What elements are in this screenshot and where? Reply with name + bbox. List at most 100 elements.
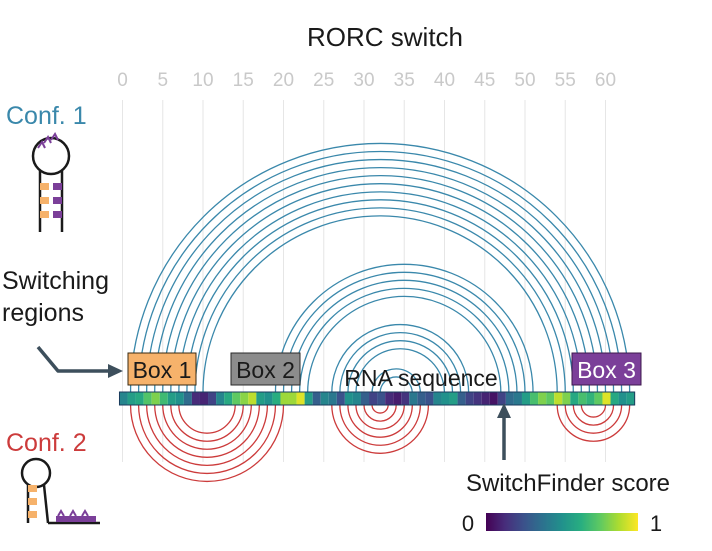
sequence-cell	[425, 392, 434, 405]
conf1-arc	[355, 348, 446, 394]
conf2-arc	[363, 404, 397, 422]
tick-label: 30	[353, 70, 374, 91]
conf1-arc	[186, 199, 574, 394]
conf1-arc	[290, 279, 518, 394]
sequence-cell	[489, 392, 498, 405]
sequence-cell	[159, 392, 168, 405]
tick-label: 50	[514, 70, 535, 91]
tick-label: 15	[233, 70, 254, 91]
tick-label: 35	[394, 70, 415, 91]
sequence-cell	[417, 392, 426, 405]
sequence-cell	[256, 392, 265, 405]
conf1-hairpin-icon	[31, 132, 71, 232]
diagram-title: RORC switch	[307, 22, 463, 52]
sequence-cell	[521, 392, 531, 405]
conf2-arc	[137, 404, 277, 475]
conf1-arc	[202, 215, 558, 394]
sequence-cell	[554, 392, 563, 405]
box-1: Box 1	[127, 352, 197, 386]
tick-label: 45	[474, 70, 495, 91]
sequence-cell	[393, 392, 402, 405]
sequence-cell	[240, 392, 249, 405]
sequence-cell	[199, 392, 209, 405]
box-1-label: Box 1	[133, 357, 192, 383]
sequence-cell	[304, 392, 313, 405]
conf2-arc	[339, 404, 421, 446]
sequence-cell	[352, 392, 361, 405]
sequence-cell	[288, 392, 297, 405]
conf1-arc	[298, 287, 510, 394]
sequence-cell	[232, 392, 241, 405]
conf2-arc	[178, 404, 236, 434]
sequence-cell	[385, 392, 394, 405]
conf2-arc	[580, 404, 607, 418]
conf2-arc	[331, 404, 430, 454]
sequence-cell	[578, 392, 587, 405]
conf2-arc	[355, 404, 405, 430]
sequence-cell	[360, 392, 370, 405]
conf1-arc	[137, 150, 623, 394]
sequence-cell	[441, 392, 450, 405]
sequence-cell	[562, 392, 571, 405]
box-3-label: Box 3	[577, 357, 636, 383]
sequence-cell	[369, 392, 378, 405]
sequence-cell	[538, 392, 547, 405]
switching-label-line2: regions	[2, 299, 84, 327]
sequence-cell	[272, 392, 281, 405]
sequence-cell	[191, 392, 200, 405]
conf2-arc	[564, 404, 623, 434]
sequence-cell	[264, 392, 273, 405]
conf1-label: Conf. 1	[6, 102, 87, 130]
sequence-cell	[280, 392, 289, 405]
conf2-label: Conf. 2	[6, 429, 87, 457]
tick-label: 5	[157, 70, 168, 91]
score-colorbar	[486, 513, 638, 531]
conf2-arc	[154, 404, 260, 458]
sequence-cell	[320, 392, 329, 405]
conf1-arc	[170, 183, 591, 394]
rna-sequence-label: RNA sequence	[344, 365, 497, 391]
box-2: Box 2	[230, 352, 301, 386]
conf1-arc	[307, 295, 502, 394]
sequence-cell	[119, 392, 128, 405]
conf1-arc	[154, 167, 607, 394]
conf2-arc-set	[129, 404, 631, 483]
switching-label-line1: Switching	[2, 267, 109, 295]
box-3: Box 3	[571, 352, 642, 386]
conf1-arc	[146, 158, 615, 394]
sequence-cell	[312, 392, 321, 405]
colorbar-min-label: 0	[462, 511, 474, 536]
sequence-cell	[183, 392, 192, 405]
conf2-arc	[556, 404, 631, 442]
sequence-cell	[143, 392, 152, 405]
sequence-cell	[602, 392, 611, 405]
conf1-arc	[371, 368, 421, 394]
conf1-arc-set	[129, 142, 631, 394]
sequence-cell	[224, 392, 233, 405]
conf2-arc	[129, 404, 285, 483]
conf1-arc	[347, 340, 454, 394]
sequence-cell	[175, 392, 184, 405]
tick-label: 25	[313, 70, 334, 91]
conf2-arc	[347, 404, 413, 438]
conf2-arc	[170, 404, 244, 442]
switching-arrow-icon	[36, 345, 123, 378]
sequence-cell	[328, 392, 337, 405]
sequence-cell	[344, 392, 353, 405]
sequence-cell	[530, 392, 539, 405]
sequence-bar-outline	[118, 391, 636, 406]
conf2-arc	[371, 404, 389, 414]
sequence-cell	[135, 392, 144, 405]
sequence-cell	[216, 392, 225, 405]
sequence-cell	[449, 392, 458, 405]
sequence-cell	[513, 392, 522, 405]
conf1-arc	[274, 263, 534, 394]
sequence-cell	[208, 392, 217, 405]
sequence-cell	[296, 392, 305, 405]
sequence-cell	[497, 392, 506, 405]
rna-sequence-score-bar	[118, 391, 636, 406]
conf1-arc	[194, 207, 566, 394]
conf1-arc	[178, 191, 582, 394]
conf2-arc	[162, 404, 252, 450]
